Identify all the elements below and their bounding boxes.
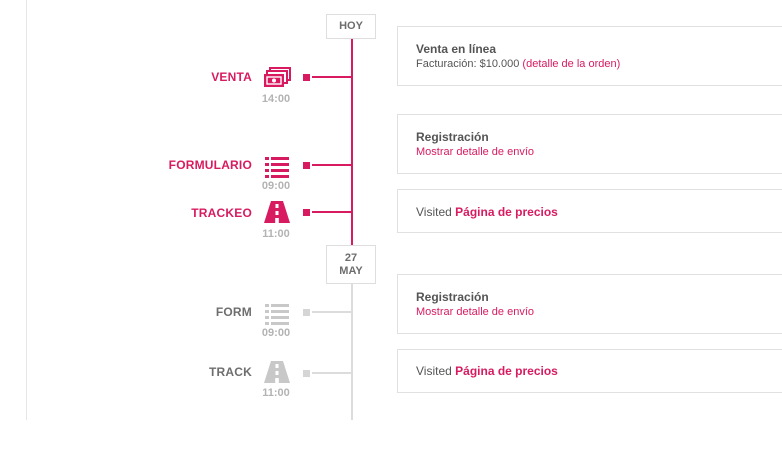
shipping-detail-link[interactable]: Mostrar detalle de envío <box>416 146 535 158</box>
timeline-line-inactive <box>351 250 353 420</box>
card-billing-text: Facturación: $10.000 <box>416 58 520 70</box>
timeline-dot <box>303 370 310 377</box>
timeline-connector <box>312 211 352 213</box>
cash-icon <box>264 67 291 87</box>
pricing-page-link[interactable]: Página de precios <box>455 205 558 219</box>
date-badge-today: HOY <box>326 14 376 39</box>
visited-prefix: Visited <box>416 205 452 219</box>
timeline-connector <box>312 311 352 313</box>
date-badge-past: 27 MAY <box>326 245 376 284</box>
card-title: Registración <box>416 290 489 304</box>
list-icon <box>265 157 289 178</box>
event-card-form[interactable]: Registración Mostrar detalle de envío <box>397 274 782 334</box>
event-time: 09:00 <box>261 327 291 339</box>
timeline-dot <box>303 309 310 316</box>
event-time: 14:00 <box>261 93 291 105</box>
event-label: TRACK <box>209 365 252 379</box>
event-card-formulario[interactable]: Registración Mostrar detalle de envío <box>397 114 782 174</box>
event-label: FORM <box>215 305 252 319</box>
timeline-line-active <box>351 38 353 248</box>
date-badge-day: 27 <box>344 252 358 264</box>
frame-left-border <box>26 0 27 420</box>
card-visited-text: Visited Página de precios <box>416 364 782 378</box>
event-card-venta[interactable]: Venta en línea Facturación: $10.000 (det… <box>397 26 782 86</box>
visited-prefix: Visited <box>416 364 452 378</box>
event-label: FORMULARIO <box>168 158 252 172</box>
road-icon <box>264 201 290 223</box>
event-time: 09:00 <box>261 180 291 192</box>
card-visited-text: Visited Página de precios <box>416 205 782 219</box>
event-time: 11:00 <box>262 387 290 399</box>
event-time: 11:00 <box>262 228 290 240</box>
card-title: Registración <box>416 130 489 144</box>
timeline-connector <box>312 76 352 78</box>
road-icon <box>264 361 290 383</box>
shipping-detail-link[interactable]: Mostrar detalle de envío <box>416 306 535 318</box>
timeline-dot <box>303 209 310 216</box>
card-title: Venta en línea <box>416 42 497 56</box>
card-subtitle: Facturación: $10.000 (detalle de la orde… <box>416 58 782 70</box>
timeline-connector <box>312 164 352 166</box>
order-detail-link[interactable]: (detalle de la orden) <box>522 58 621 70</box>
timeline-connector <box>312 372 352 374</box>
event-card-trackeo[interactable]: Visited Página de precios <box>397 189 782 233</box>
date-badge-today-label: HOY <box>339 20 363 32</box>
event-label: VENTA <box>211 70 252 84</box>
pricing-page-link[interactable]: Página de precios <box>455 364 558 378</box>
list-icon <box>265 304 289 325</box>
event-card-track[interactable]: Visited Página de precios <box>397 349 782 393</box>
timeline-dot <box>303 162 310 169</box>
timeline-dot <box>303 74 310 81</box>
event-label: TRACKEO <box>191 206 252 220</box>
date-badge-month: MAY <box>339 265 363 277</box>
